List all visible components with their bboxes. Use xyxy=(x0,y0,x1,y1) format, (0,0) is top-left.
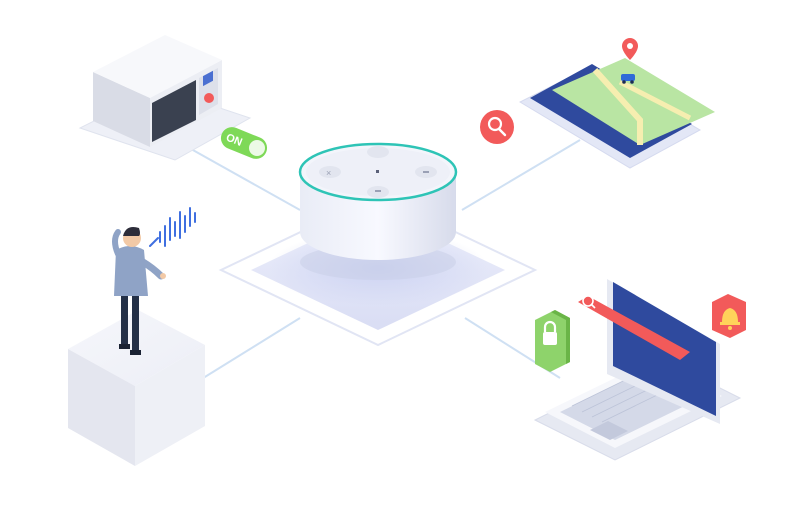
search-bar xyxy=(578,295,690,360)
microwave-icon xyxy=(78,35,252,161)
car-icon xyxy=(621,74,635,84)
power-toggle[interactable]: ON xyxy=(218,124,271,162)
lock-icon xyxy=(535,310,570,372)
svg-text:×: × xyxy=(326,168,331,178)
smart-speaker-icon: × xyxy=(298,142,458,280)
search-icon xyxy=(582,295,596,309)
map-tablet-icon xyxy=(518,38,715,169)
search-icon xyxy=(480,110,514,144)
sound-wave-icon xyxy=(149,207,196,247)
location-pin-icon xyxy=(622,38,638,60)
toggle-label: ON xyxy=(224,132,244,149)
laptop-icon xyxy=(533,279,742,461)
bell-icon xyxy=(712,294,746,338)
person-icon xyxy=(112,227,166,355)
